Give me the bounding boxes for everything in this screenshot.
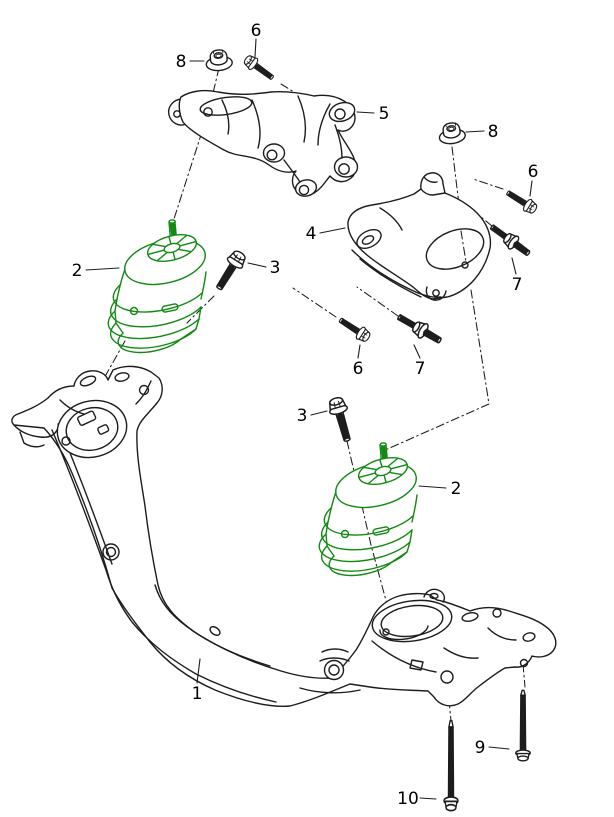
callout-label[interactable]: 6 bbox=[251, 21, 262, 41]
callout-8-top-left[interactable]: 8 bbox=[176, 52, 205, 72]
callout-label[interactable]: 5 bbox=[379, 104, 390, 124]
callout-3-left[interactable]: 3 bbox=[247, 258, 281, 278]
callout-label[interactable]: 8 bbox=[488, 122, 499, 142]
callout-label[interactable]: 2 bbox=[72, 261, 83, 281]
callout-7-right[interactable]: 7 bbox=[511, 257, 523, 295]
callout-9[interactable]: 9 bbox=[475, 738, 510, 758]
callout-1[interactable]: 1 bbox=[192, 658, 203, 704]
callout-2-right[interactable]: 2 bbox=[418, 479, 462, 499]
callout-label[interactable]: 3 bbox=[270, 258, 281, 278]
callout-4[interactable]: 4 bbox=[306, 224, 346, 244]
part-subframe bbox=[11, 365, 557, 708]
callout-5[interactable]: 5 bbox=[356, 104, 390, 124]
callout-label[interactable]: 1 bbox=[192, 684, 203, 704]
part-bracket-cover bbox=[347, 172, 492, 301]
part-bracket-upper bbox=[167, 89, 359, 197]
callout-label[interactable]: 8 bbox=[176, 52, 187, 72]
callout-7-middle[interactable]: 7 bbox=[413, 344, 426, 379]
callout-label[interactable]: 3 bbox=[297, 406, 308, 426]
callout-label[interactable]: 7 bbox=[512, 275, 523, 295]
callout-6-top[interactable]: 6 bbox=[251, 21, 262, 58]
diagram-linework: 6 8 5 8 6 4 7 bbox=[11, 21, 557, 811]
callouts: 6 8 5 8 6 4 7 bbox=[72, 21, 539, 809]
callout-label[interactable]: 6 bbox=[528, 162, 539, 182]
callout-label[interactable]: 9 bbox=[475, 738, 486, 758]
callout-10[interactable]: 10 bbox=[397, 789, 437, 809]
callout-3-middle[interactable]: 3 bbox=[297, 406, 328, 426]
callout-6-middle[interactable]: 6 bbox=[353, 344, 364, 379]
callout-6-right[interactable]: 6 bbox=[528, 162, 539, 197]
callout-label[interactable]: 10 bbox=[397, 789, 419, 809]
callout-label[interactable]: 6 bbox=[353, 359, 364, 379]
callout-label[interactable]: 7 bbox=[415, 359, 426, 379]
callout-label[interactable]: 4 bbox=[306, 224, 317, 244]
callout-2-left[interactable]: 2 bbox=[72, 261, 120, 281]
callout-label[interactable]: 2 bbox=[451, 479, 462, 499]
callout-8-right[interactable]: 8 bbox=[465, 122, 499, 142]
